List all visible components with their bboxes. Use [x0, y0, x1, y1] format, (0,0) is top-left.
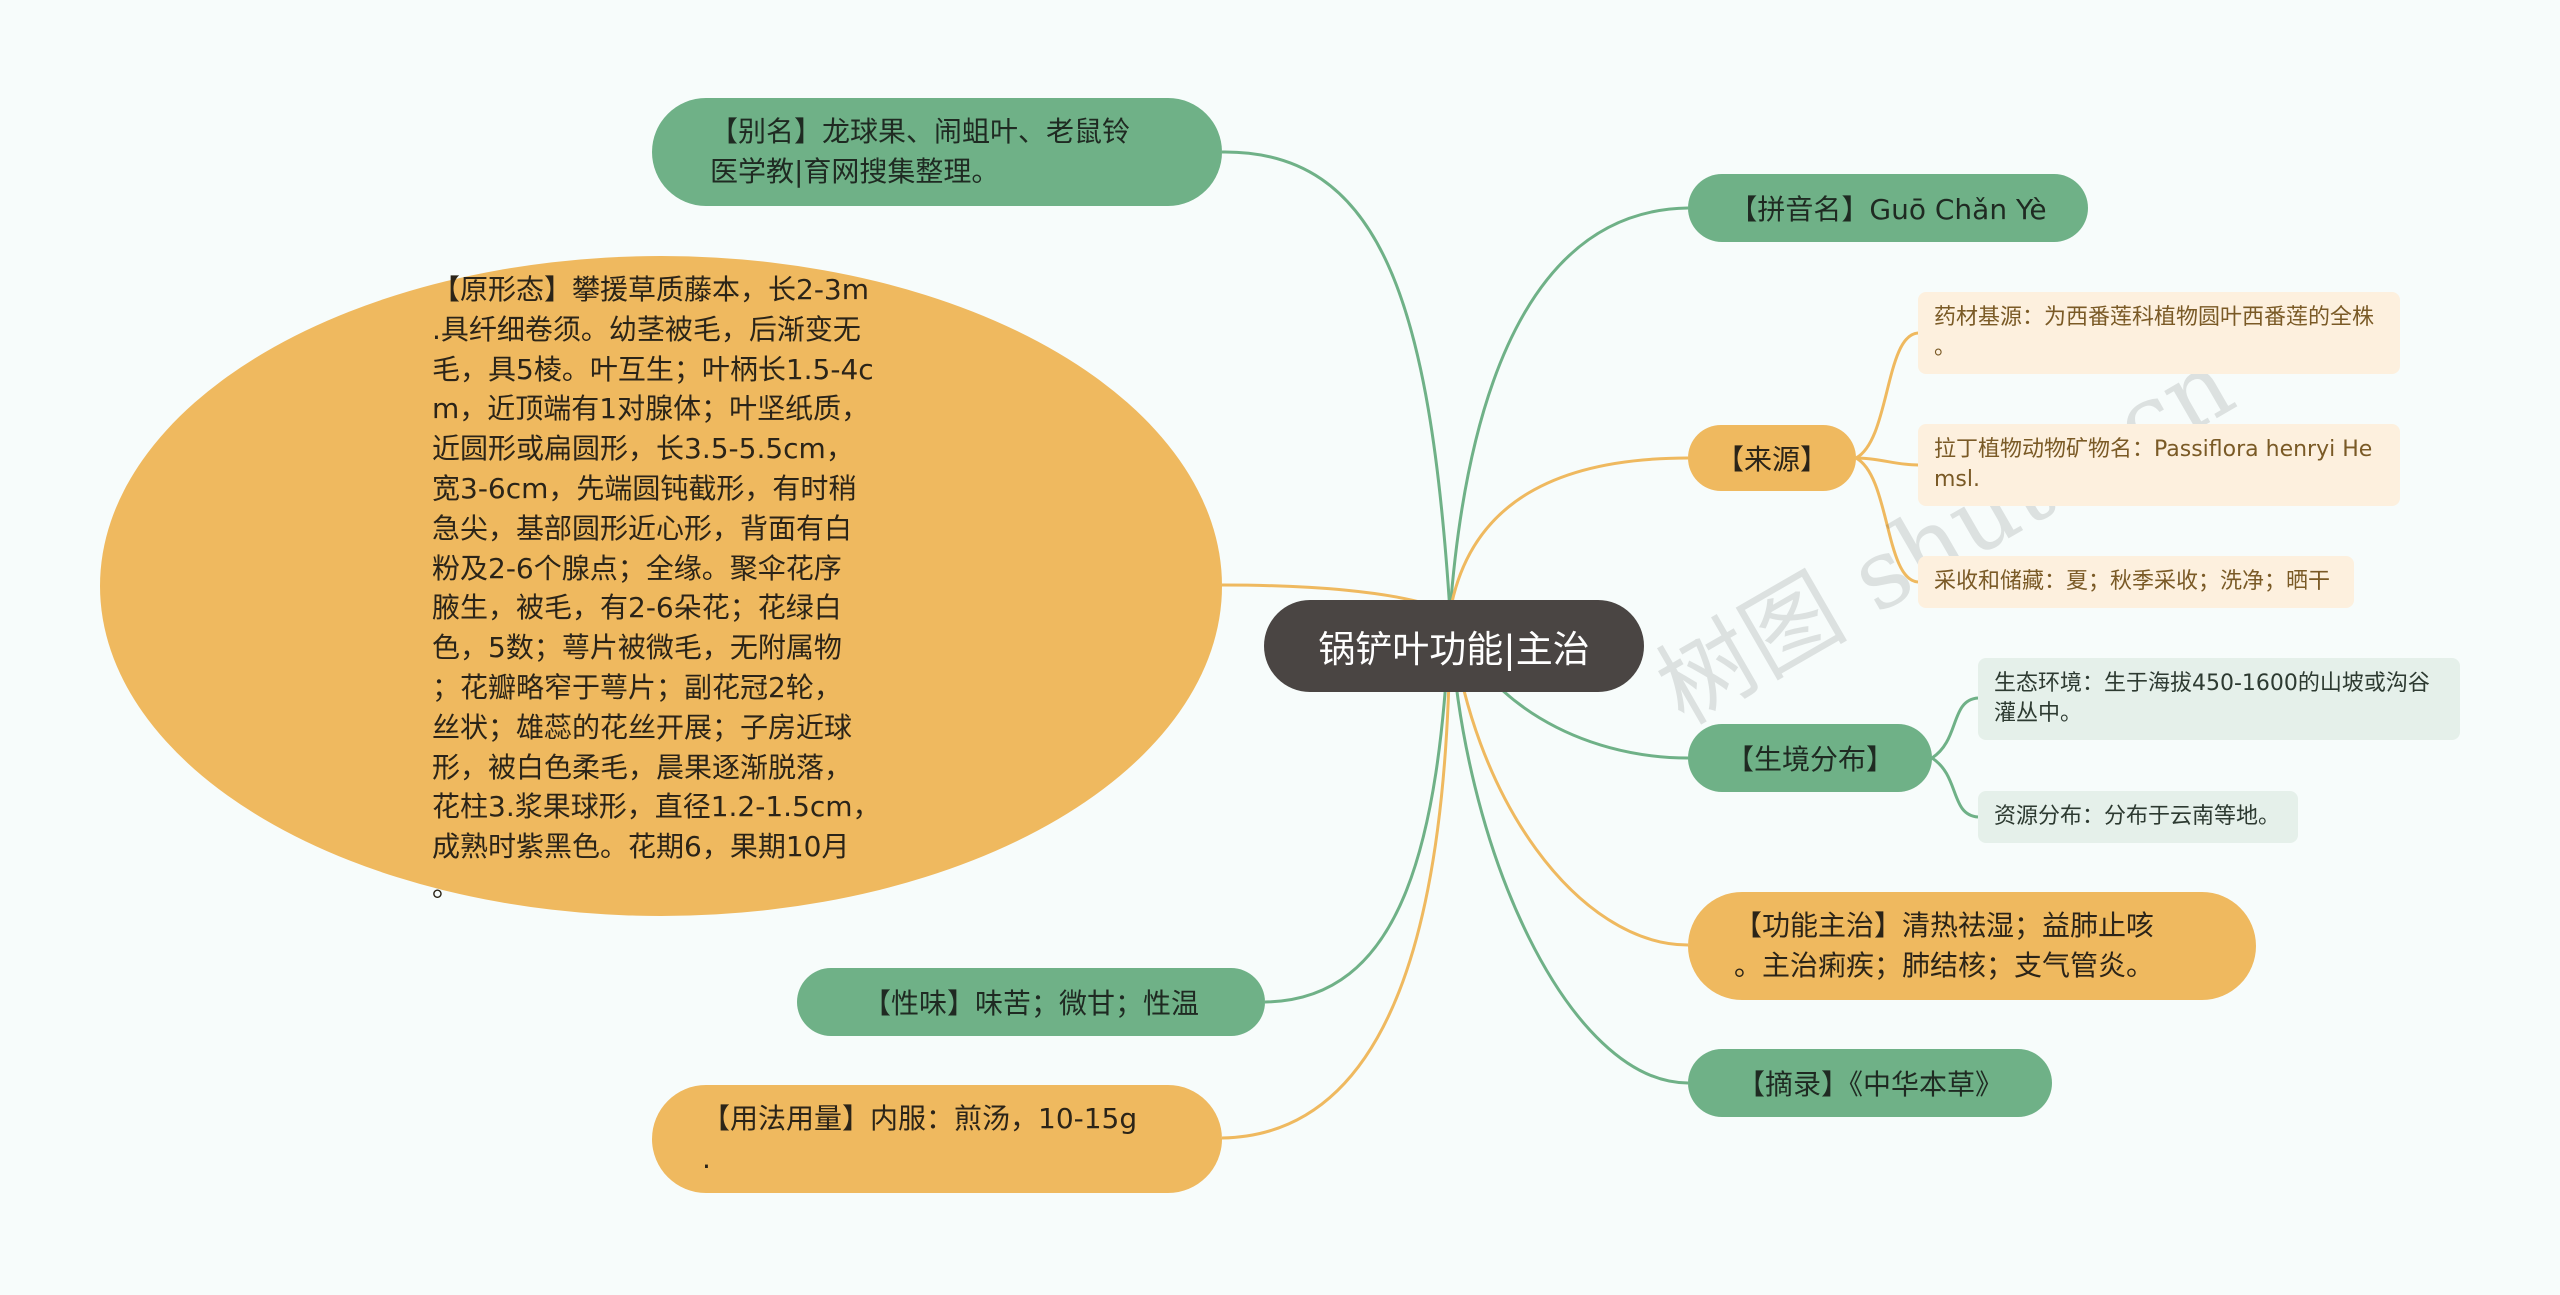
habitat-item-1[interactable]: 生态环境：生于海拔450-1600的山坡或沟谷 灌丛中。 — [1978, 658, 2460, 740]
pinyin-text: 【拼音名】Guō Chǎn Yè — [1729, 193, 2047, 226]
central-topic[interactable]: 锅铲叶功能|主治 — [1264, 600, 1644, 692]
link-source-1 — [1855, 331, 1919, 460]
dosage-text: 【用法用量】内服：煎汤，10-15g . — [702, 1102, 1138, 1175]
source-item-3-text: 采收和储藏：夏；秋季采收；洗净；晒干 — [1934, 569, 2331, 594]
link-pinyin — [1448, 206, 1689, 613]
source-item-2[interactable]: 拉丁植物动物矿物名：Passiflora henryi He msl. — [1918, 424, 2400, 506]
central-topic-label: 锅铲叶功能|主治 — [1318, 628, 1590, 671]
source-item-1-text: 药材基源：为西番莲科植物圆叶西番莲的全株 。 — [1934, 305, 2375, 360]
dosage-node[interactable]: 【用法用量】内服：煎汤，10-15g . — [652, 1085, 1222, 1193]
source-item-3[interactable]: 采收和储藏：夏；秋季采收；洗净；晒干 — [1918, 556, 2354, 608]
source-node[interactable]: 【来源】 — [1688, 425, 1856, 491]
habitat-label: 【生境分布】 — [1725, 743, 1894, 776]
source-item-1[interactable]: 药材基源：为西番莲科植物圆叶西番莲的全株 。 — [1918, 292, 2400, 374]
taste-text: 【性味】味苦；微甘；性温 — [862, 987, 1199, 1020]
excerpt-node[interactable]: 【摘录】《中华本草》 — [1688, 1049, 2052, 1117]
source-label: 【来源】 — [1715, 443, 1828, 476]
link-source-3 — [1855, 456, 1919, 584]
source-item-2-text: 拉丁植物动物矿物名：Passiflora henryi He msl. — [1934, 437, 2373, 492]
excerpt-text: 【摘录】《中华本草》 — [1736, 1068, 2003, 1101]
link-source-2 — [1855, 456, 1919, 467]
function-node[interactable]: 【功能主治】清热祛湿；益肺止咳 。主治痢疾；肺结核；支气管炎。 — [1688, 892, 2256, 1000]
alias-text: 【别名】龙球果、闹蛆叶、老鼠铃 医学教|育网搜集整理。 — [710, 115, 1131, 188]
morphology-node[interactable]: 【原形态】攀援草质藤本，长2-3m .具纤细卷须。幼茎被毛，后渐变无 毛，具5棱… — [100, 256, 1222, 916]
habitat-item-2[interactable]: 资源分布：分布于云南等地。 — [1978, 791, 2298, 843]
habitat-node[interactable]: 【生境分布】 — [1688, 724, 1932, 792]
link-habitat-1 — [1931, 696, 1979, 760]
link-taste — [1264, 611, 1452, 1004]
link-habitat-2 — [1931, 756, 1979, 819]
pinyin-node[interactable]: 【拼音名】Guō Chǎn Yè — [1688, 174, 2088, 242]
function-text: 【功能主治】清热祛湿；益肺止咳 。主治痢疾；肺结核；支气管炎。 — [1734, 909, 2155, 982]
link-dosage — [1221, 611, 1452, 1140]
taste-node[interactable]: 【性味】味苦；微甘；性温 — [797, 968, 1265, 1036]
link-excerpt — [1448, 611, 1689, 1085]
alias-node[interactable]: 【别名】龙球果、闹蛆叶、老鼠铃 医学教|育网搜集整理。 — [652, 98, 1222, 206]
morphology-text: 【原形态】攀援草质藤本，长2-3m .具纤细卷须。幼茎被毛，后渐变无 毛，具5棱… — [432, 273, 881, 903]
habitat-item-2-text: 资源分布：分布于云南等地。 — [1994, 804, 2281, 829]
link-alias — [1221, 150, 1452, 613]
link-source — [1448, 456, 1689, 613]
habitat-item-1-text: 生态环境：生于海拔450-1600的山坡或沟谷 灌丛中。 — [1994, 671, 2430, 726]
